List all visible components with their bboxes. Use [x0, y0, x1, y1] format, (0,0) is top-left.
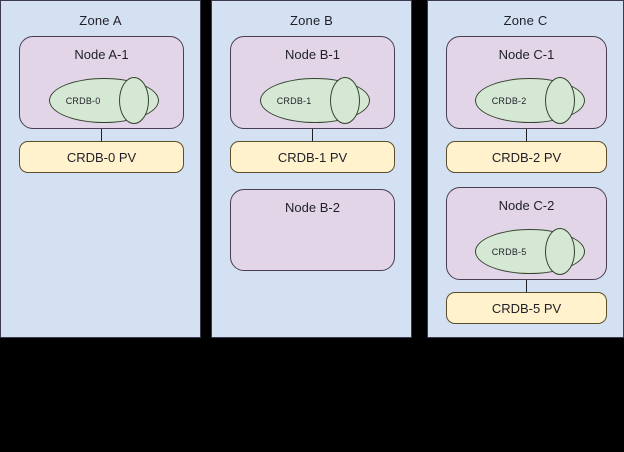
zone-label-a: Zone A [79, 13, 122, 28]
cylinder-cap-icon [330, 77, 360, 124]
pv-box-crdb-1[interactable]: CRDB-1 PV [230, 141, 395, 173]
node-label-b-2: Node B-2 [285, 200, 340, 215]
node-box-b-2[interactable]: Node B-2 [230, 189, 395, 271]
pv-box-crdb-0[interactable]: CRDB-0 PV [19, 141, 184, 173]
node-box-a-1[interactable]: Node A-1 CRDB-0 [19, 36, 184, 129]
node-box-b-1[interactable]: Node B-1 CRDB-1 [230, 36, 395, 129]
node-box-c-1[interactable]: Node C-1 CRDB-2 [446, 36, 607, 129]
pv-box-crdb-2[interactable]: CRDB-2 PV [446, 141, 607, 173]
database-cylinder-crdb-5[interactable]: CRDB-5 [475, 228, 585, 275]
zone-label-b: Zone B [289, 13, 334, 28]
cylinder-cap-icon [119, 77, 149, 124]
connector-node-c-2-to-crdb-5-pv [526, 280, 527, 292]
database-cylinder-crdb-1[interactable]: CRDB-1 [260, 77, 370, 124]
database-label-crdb-1: CRDB-1 [276, 95, 312, 106]
database-label-crdb-0: CRDB-0 [65, 95, 101, 106]
node-label-c-1: Node C-1 [498, 47, 555, 62]
connector-node-b-1-to-crdb-1-pv [312, 129, 313, 141]
cylinder-cap-icon [545, 228, 575, 275]
zone-container-a[interactable]: Zone A Node A-1 CRDB-0 CRDB-0 PV [0, 0, 201, 338]
pv-label-crdb-2: CRDB-2 PV [491, 149, 562, 165]
zone-container-b[interactable]: Zone B Node B-1 CRDB-1 CRDB-1 PV Node B-… [211, 0, 412, 338]
cylinder-cap-icon [545, 77, 575, 124]
node-label-b-1: Node B-1 [285, 47, 340, 62]
pv-label-crdb-0: CRDB-0 PV [66, 149, 137, 165]
zone-container-c[interactable]: Zone C Node C-1 CRDB-2 CRDB-2 PV Node C-… [427, 0, 624, 338]
pv-label-crdb-5: CRDB-5 PV [491, 300, 562, 316]
database-label-crdb-2: CRDB-2 [491, 95, 527, 106]
node-label-a-1: Node A-1 [74, 47, 129, 62]
zone-label-c: Zone C [503, 13, 548, 28]
node-box-c-2[interactable]: Node C-2 CRDB-5 [446, 187, 607, 280]
database-cylinder-crdb-2[interactable]: CRDB-2 [475, 77, 585, 124]
connector-node-c-1-to-crdb-2-pv [526, 129, 527, 141]
node-label-c-2: Node C-2 [498, 198, 555, 213]
database-cylinder-crdb-0[interactable]: CRDB-0 [49, 77, 159, 124]
pv-box-crdb-5[interactable]: CRDB-5 PV [446, 292, 607, 324]
connector-node-a-1-to-crdb-0-pv [101, 129, 102, 141]
database-label-crdb-5: CRDB-5 [491, 246, 527, 257]
pv-label-crdb-1: CRDB-1 PV [277, 149, 348, 165]
